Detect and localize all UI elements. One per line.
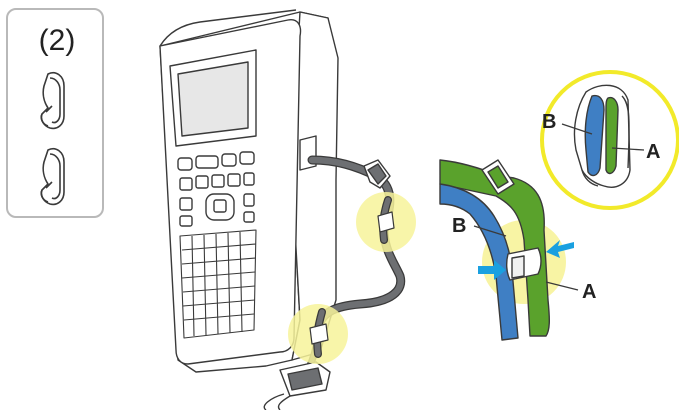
callout-label-a-top: A [646,141,660,163]
strap-clip-icon [41,73,64,129]
strap-bottom-connector [264,362,330,410]
zoom-clip-detail [574,85,630,187]
callout-label-b-mid: B [452,215,466,237]
strap-clip-icon [41,149,64,205]
callout-label-a-mid: A [582,281,596,303]
callout-label-b-top: B [542,111,556,133]
